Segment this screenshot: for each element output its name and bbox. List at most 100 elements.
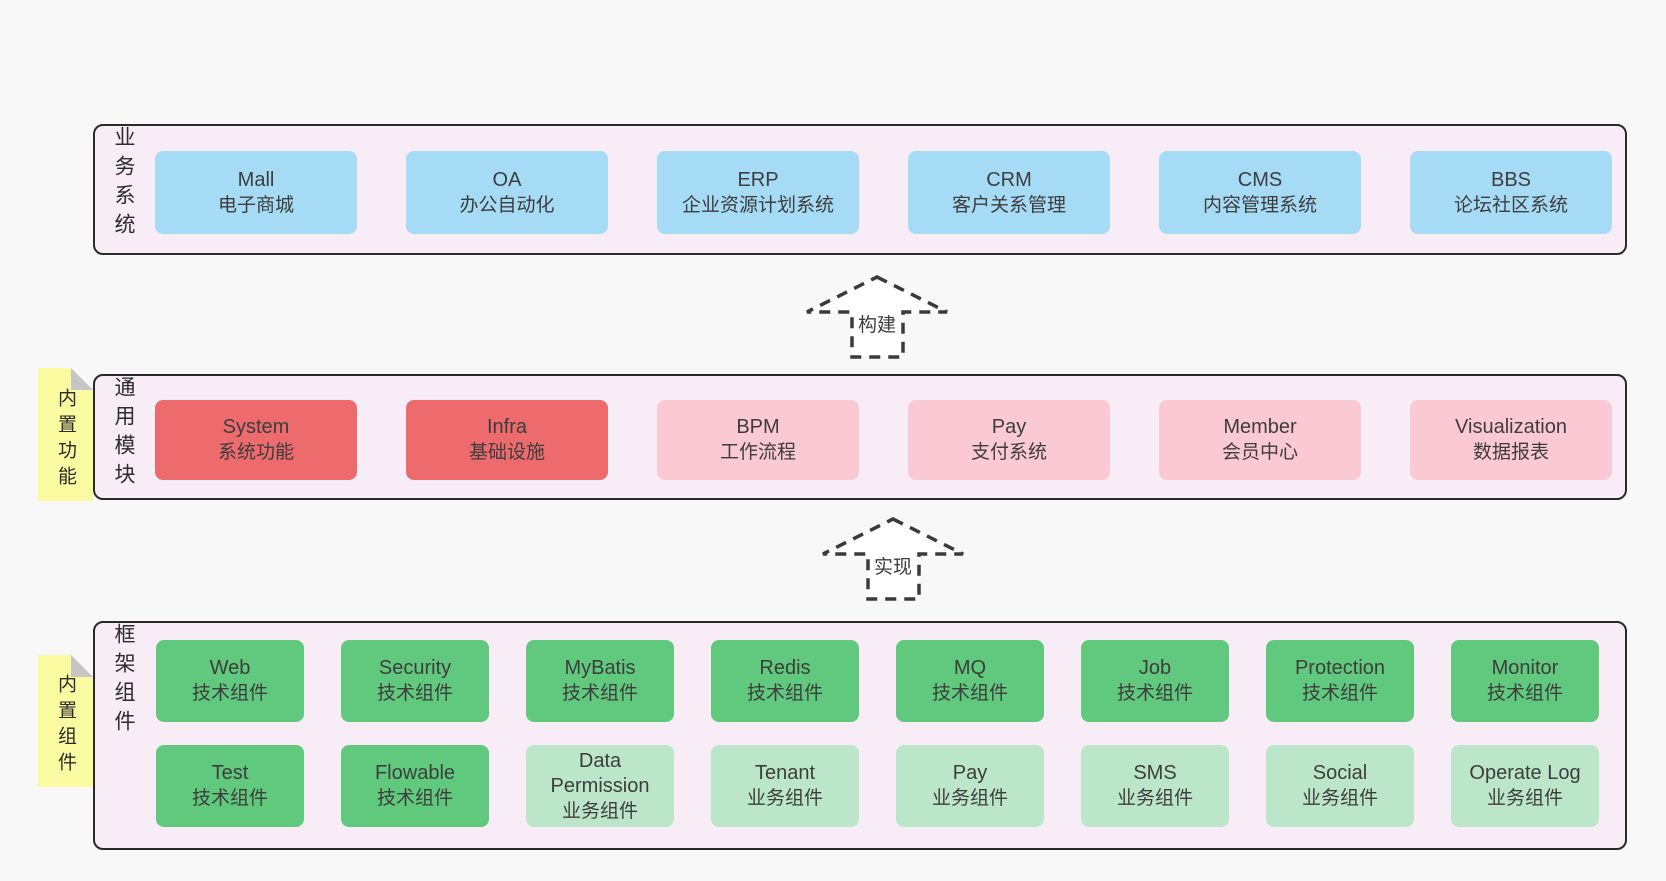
box-subtitle: 数据报表 <box>1472 442 1549 463</box>
layer-label: 通用模块 <box>112 376 135 492</box>
layer-business-systems: 业务系统 Mall 电子商城 OA 办公自动化 ERP 企业资源计划系统 CRM… <box>93 124 1627 255</box>
note-fold-icon <box>71 368 93 390</box>
business-system-boxes: Mall 电子商城 OA 办公自动化 ERP 企业资源计划系统 CRM 客户关系… <box>155 151 1612 234</box>
box-title: Protection <box>1294 657 1386 679</box>
diagram-box: Test 技术组件 <box>156 745 304 827</box>
box-subtitle: 电子商城 <box>217 194 294 216</box>
arrow-outline <box>822 517 964 601</box>
diagram-box: Tenant 业务组件 <box>711 745 859 827</box>
box-subtitle: 系统功能 <box>217 442 294 463</box>
diagram-box: Social 业务组件 <box>1266 745 1414 827</box>
box-subtitle: 技术组件 <box>746 683 823 704</box>
box-title: SMS <box>1133 762 1177 784</box>
layer-label: 业务系统 <box>112 126 135 242</box>
box-title: Test <box>211 762 249 784</box>
diagram-box: CRM 客户关系管理 <box>908 151 1110 234</box>
box-title: Operate Log <box>1469 762 1581 784</box>
box-subtitle: 业务组件 <box>931 788 1008 809</box>
diagram-box: BBS 论坛社区系统 <box>1410 151 1612 234</box>
box-title: BPM <box>736 416 780 438</box>
box-subtitle: 内容管理系统 <box>1202 194 1317 216</box>
box-subtitle: 业务组件 <box>1301 788 1378 809</box>
diagram-box: MQ 技术组件 <box>896 640 1044 722</box>
diagram-box: BPM 工作流程 <box>657 400 859 480</box>
box-title: Member <box>1223 416 1297 438</box>
diagram-box: Security 技术组件 <box>341 640 489 722</box>
diagram-box: OA 办公自动化 <box>406 151 608 234</box>
box-subtitle: 客户关系管理 <box>951 194 1066 216</box>
box-title: MyBatis <box>564 657 636 679</box>
diagram-box: System 系统功能 <box>155 400 357 480</box>
diagram-box: Flowable 技术组件 <box>341 745 489 827</box>
box-title: System <box>222 416 290 438</box>
diagram-box: Infra 基础设施 <box>406 400 608 480</box>
box-title: CMS <box>1237 168 1283 191</box>
sticky-note-builtin-features: 内置功能 <box>38 368 93 501</box>
layer-label: 框架组件 <box>112 623 135 739</box>
box-subtitle: 企业资源计划系统 <box>681 194 834 216</box>
box-title: Monitor <box>1491 657 1559 679</box>
box-title: BBS <box>1490 168 1532 191</box>
box-title: Infra <box>486 416 528 438</box>
framework-component-boxes: Web 技术组件 Security 技术组件 MyBatis 技术组件 Redi… <box>156 640 1599 827</box>
box-subtitle: 业务组件 <box>1486 788 1563 809</box>
diagram-box: MyBatis 技术组件 <box>526 640 674 722</box>
box-subtitle: 技术组件 <box>1486 683 1563 704</box>
diagram-box: Mall 电子商城 <box>155 151 357 234</box>
diagram-box: Operate Log 业务组件 <box>1451 745 1599 827</box>
box-title: Tenant <box>754 762 816 784</box>
box-title: Pay <box>952 762 988 784</box>
arrow-outline <box>806 275 948 359</box>
dashed-up-arrow-build: 构建 <box>806 275 948 359</box>
box-title: Visualization <box>1455 416 1567 438</box>
box-subtitle: 技术组件 <box>191 683 268 704</box>
box-subtitle: 技术组件 <box>191 788 268 809</box>
layer-common-modules: 通用模块 System 系统功能 Infra 基础设施 BPM 工作流程 Pay… <box>93 374 1627 500</box>
box-subtitle: 工作流程 <box>719 442 796 463</box>
diagram-box: Pay 业务组件 <box>896 745 1044 827</box>
box-title: MQ <box>953 657 987 679</box>
box-subtitle: 业务组件 <box>746 788 823 809</box>
arrow-label: 实现 <box>874 556 912 578</box>
note-fold-icon <box>71 655 93 677</box>
box-subtitle: 基础设施 <box>468 442 545 463</box>
box-subtitle: 技术组件 <box>1116 683 1193 704</box>
sticky-note-builtin-components: 内置组件 <box>38 655 93 787</box>
diagram-box: Protection 技术组件 <box>1266 640 1414 722</box>
box-title: Security <box>378 657 452 679</box>
box-title: Job <box>1138 657 1172 679</box>
box-title: Mall <box>237 168 275 191</box>
diagram-box: Visualization 数据报表 <box>1410 400 1612 480</box>
box-subtitle: 会员中心 <box>1221 442 1298 463</box>
box-subtitle: 业务组件 <box>1116 788 1193 809</box>
common-module-boxes: System 系统功能 Infra 基础设施 BPM 工作流程 Pay 支付系统… <box>155 400 1612 480</box>
diagram-box: SMS 业务组件 <box>1081 745 1229 827</box>
dashed-up-arrow-implement: 实现 <box>822 517 964 601</box>
box-subtitle: 论坛社区系统 <box>1453 194 1568 216</box>
diagram-box: Pay 支付系统 <box>908 400 1110 480</box>
box-title: ERP <box>737 168 779 191</box>
sticky-note-label: 内置组件 <box>55 674 76 778</box>
box-subtitle: 业务组件 <box>561 800 638 822</box>
box-title: Data Permission <box>550 749 650 797</box>
sticky-note-label: 内置功能 <box>55 387 76 492</box>
box-subtitle: 支付系统 <box>970 442 1047 463</box>
diagram-box: Web 技术组件 <box>156 640 304 722</box>
box-subtitle: 技术组件 <box>376 788 453 809</box>
arrow-label: 构建 <box>858 314 896 336</box>
box-title: OA <box>492 168 522 191</box>
diagram-box: Member 会员中心 <box>1159 400 1361 480</box>
box-subtitle: 办公自动化 <box>459 194 555 216</box>
box-title: CRM <box>986 168 1032 191</box>
box-title: Flowable <box>374 762 456 784</box>
box-subtitle: 技术组件 <box>1301 683 1378 704</box>
diagram-box: Job 技术组件 <box>1081 640 1229 722</box>
box-title: Web <box>209 657 251 679</box>
box-title: Redis <box>759 657 811 679</box>
box-title: Pay <box>991 416 1027 438</box>
diagram-box: ERP 企业资源计划系统 <box>657 151 859 234</box>
box-subtitle: 技术组件 <box>931 683 1008 704</box>
diagram-box: Monitor 技术组件 <box>1451 640 1599 722</box>
box-subtitle: 技术组件 <box>561 683 638 704</box>
diagram-box: CMS 内容管理系统 <box>1159 151 1361 234</box>
